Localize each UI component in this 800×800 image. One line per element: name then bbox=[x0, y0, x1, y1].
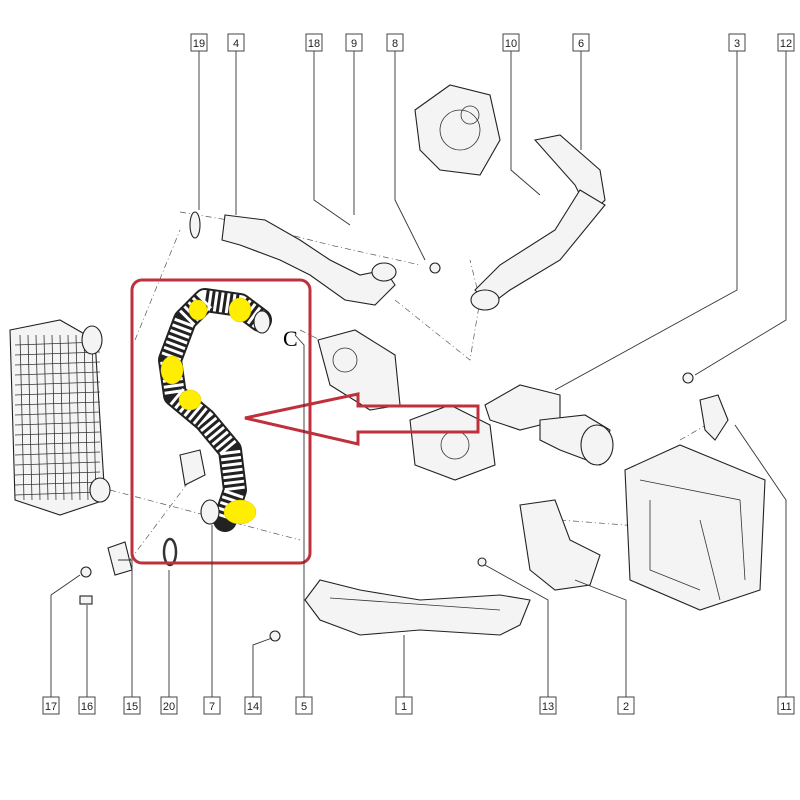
callout-number: 12 bbox=[780, 38, 792, 50]
egr-valve bbox=[409, 404, 496, 481]
leader-line bbox=[313, 51, 351, 226]
callout-10: 10 bbox=[502, 33, 541, 196]
callout-4: 4 bbox=[227, 33, 245, 215]
callout-number: 10 bbox=[505, 38, 517, 50]
air-duct bbox=[484, 384, 614, 466]
leader-line bbox=[118, 559, 133, 697]
callout-number: 11 bbox=[780, 701, 791, 713]
callout-number: 15 bbox=[126, 701, 138, 713]
callout-number: 6 bbox=[578, 38, 584, 50]
callout-8: 8 bbox=[386, 33, 426, 261]
callout-number: 2 bbox=[623, 701, 629, 713]
callout-number: 8 bbox=[392, 38, 398, 50]
callout-6: 6 bbox=[572, 33, 590, 150]
callout-15: 15 bbox=[118, 559, 141, 715]
callout-number: 4 bbox=[233, 38, 239, 50]
clamp-5: C bbox=[283, 326, 298, 351]
highlight-box bbox=[130, 278, 312, 565]
callout-1: 1 bbox=[395, 635, 413, 715]
callout-18: 18 bbox=[305, 33, 351, 226]
callout-14: 14 bbox=[244, 637, 273, 715]
highlight-arrow bbox=[244, 392, 480, 446]
turbo-outlet-hose bbox=[470, 134, 606, 311]
callout-12: 12 bbox=[694, 33, 795, 376]
leader-line bbox=[734, 424, 787, 697]
o-ring-20 bbox=[162, 537, 178, 567]
bracket-15 bbox=[107, 541, 133, 576]
bracket-12 bbox=[699, 394, 729, 441]
leader-line bbox=[574, 579, 627, 697]
stud-17 bbox=[80, 566, 92, 578]
assembly-lines bbox=[109, 211, 716, 561]
callout-number: 13 bbox=[542, 701, 554, 713]
bolt bbox=[269, 630, 281, 642]
crossmember bbox=[304, 579, 531, 636]
leader-line bbox=[554, 51, 738, 391]
turbocharger bbox=[414, 84, 501, 176]
leader-line bbox=[394, 51, 426, 261]
callout-9: 9 bbox=[345, 33, 363, 215]
intercooler bbox=[9, 319, 111, 516]
callout-number: 16 bbox=[81, 701, 93, 713]
callout-7: 7 bbox=[203, 525, 221, 715]
callout-number: 20 bbox=[163, 701, 175, 713]
leader-line bbox=[510, 51, 541, 196]
callout-19: 19 bbox=[190, 33, 208, 210]
bolt bbox=[477, 557, 487, 567]
charge-air-hose bbox=[158, 288, 272, 532]
bolt bbox=[682, 372, 694, 384]
callout-5: 5 bbox=[294, 334, 313, 715]
leader-line bbox=[252, 637, 273, 697]
callout-number: 7 bbox=[209, 701, 215, 713]
clip-16 bbox=[79, 595, 93, 605]
callout-11: 11 bbox=[734, 424, 795, 715]
leader-line bbox=[50, 574, 81, 697]
callout-number: 18 bbox=[308, 38, 320, 50]
callout-2: 2 bbox=[574, 579, 635, 715]
callout-number: 14 bbox=[247, 701, 259, 713]
leader-line bbox=[484, 564, 549, 697]
air-filter-housing bbox=[624, 444, 766, 611]
resonator bbox=[519, 499, 601, 591]
intake-pipe bbox=[189, 211, 441, 306]
callout-number: 17 bbox=[45, 701, 57, 713]
callout-number: 9 bbox=[351, 38, 357, 50]
callout-13: 13 bbox=[484, 564, 557, 715]
callout-17: 17 bbox=[42, 574, 81, 715]
callout-20: 20 bbox=[160, 570, 178, 715]
callout-number: 5 bbox=[301, 701, 307, 713]
callout-16: 16 bbox=[78, 605, 96, 715]
callout-number: 3 bbox=[734, 38, 740, 50]
callout-number: 1 bbox=[401, 701, 407, 713]
callout-3: 3 bbox=[554, 33, 746, 391]
leader-line bbox=[294, 334, 305, 697]
leader-line bbox=[694, 51, 787, 376]
callout-number: 19 bbox=[193, 38, 205, 50]
